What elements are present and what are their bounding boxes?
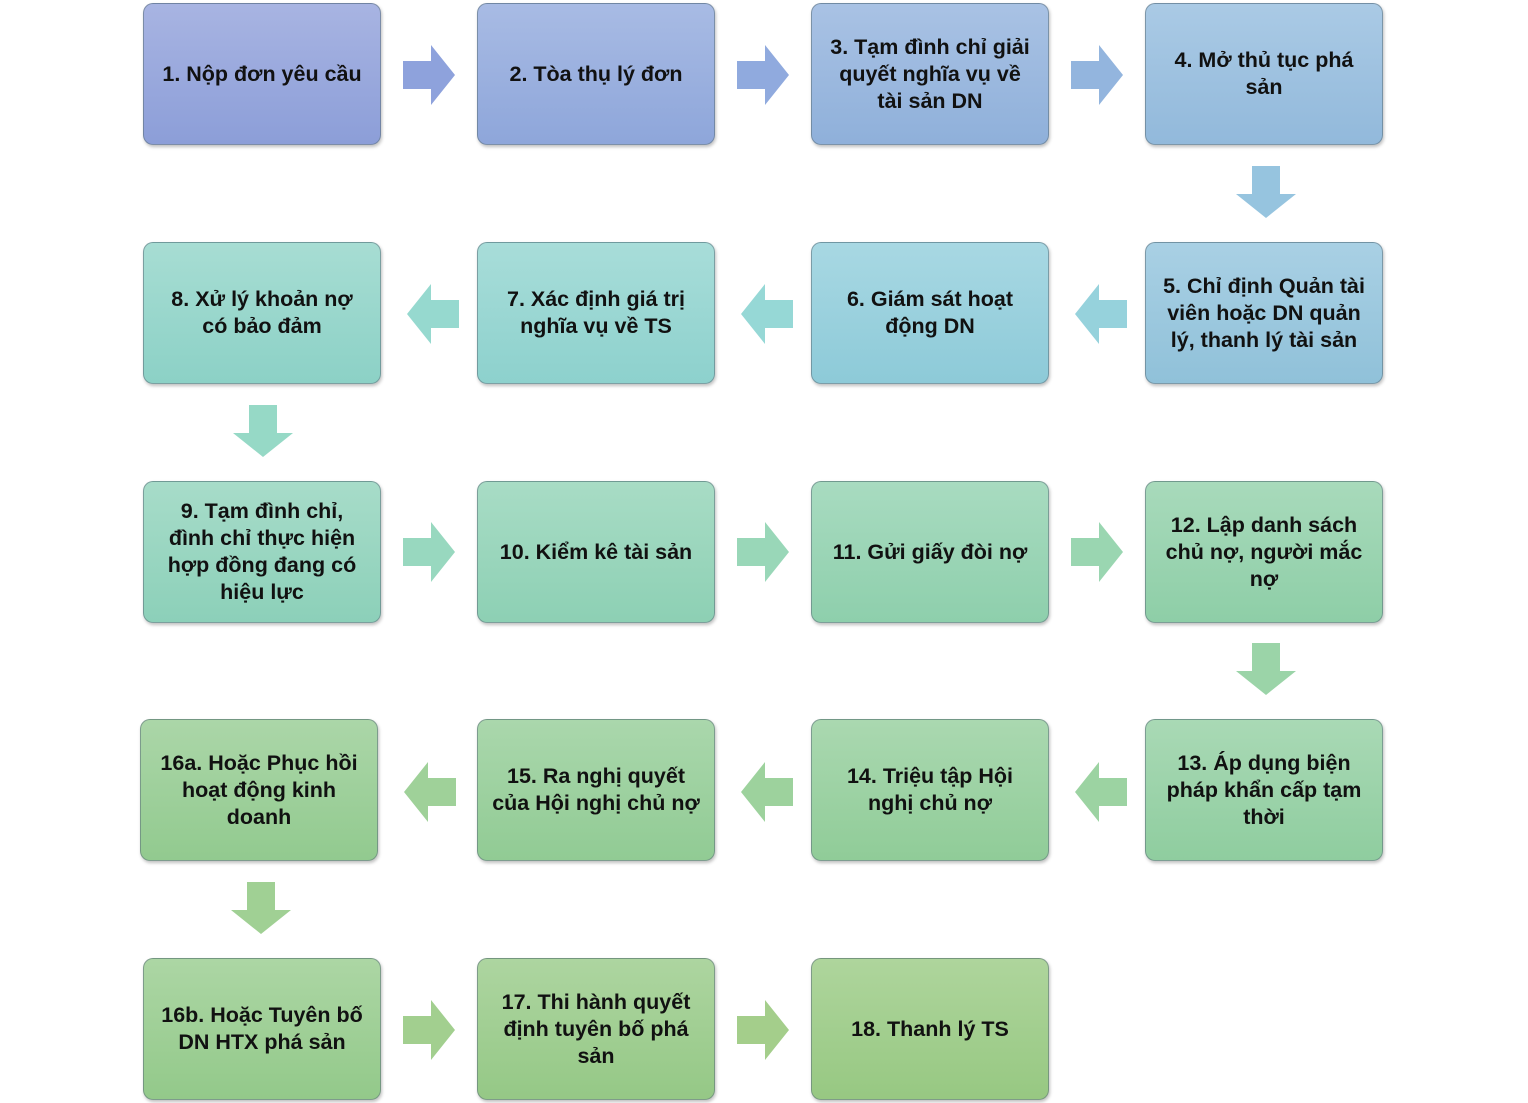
arrow-right-icon <box>737 1000 789 1060</box>
arrow-left-shape <box>407 284 459 344</box>
arrow-right-icon <box>737 522 789 582</box>
step-4[interactable]: 4. Mở thủ tục phá sản <box>1145 3 1383 145</box>
arrow-right-shape <box>1071 45 1123 105</box>
arrow-17-to-18 <box>737 1000 789 1060</box>
arrow-right-shape <box>737 45 789 105</box>
arrow-right-icon <box>737 45 789 105</box>
arrow-left-shape <box>741 762 793 822</box>
arrow-7-to-8 <box>407 284 459 344</box>
arrow-12-to-13 <box>1236 643 1296 695</box>
step-label: 13. Áp dụng biện pháp khẩn cấp tạm thời <box>1166 750 1362 829</box>
arrow-2-to-3 <box>737 45 789 105</box>
arrow-right-shape <box>403 1000 455 1060</box>
step-10[interactable]: 10. Kiểm kê tài sản <box>477 481 715 623</box>
step-15[interactable]: 15. Ra nghị quyết của Hội nghị chủ nợ <box>477 719 715 861</box>
arrow-left-shape <box>1075 762 1127 822</box>
step-label: 16b. Hoặc Tuyên bố DN HTX phá sản <box>161 1003 363 1054</box>
arrow-right-icon <box>403 45 455 105</box>
step-16b[interactable]: 16b. Hoặc Tuyên bố DN HTX phá sản <box>143 958 381 1100</box>
arrow-left-icon <box>407 284 459 344</box>
arrow-left-icon <box>404 762 456 822</box>
arrow-left-shape <box>404 762 456 822</box>
step-2[interactable]: 2. Tòa thụ lý đơn <box>477 3 715 145</box>
step-12[interactable]: 12. Lập danh sách chủ nợ, người mắc nợ <box>1145 481 1383 623</box>
arrow-left-shape <box>1075 284 1127 344</box>
arrow-15-to-16a <box>404 762 456 822</box>
step-label: 14. Triệu tập Hội nghị chủ nợ <box>846 764 1014 815</box>
arrow-down-icon <box>233 405 293 457</box>
step-9[interactable]: 9. Tạm đình chỉ, đình chỉ thực hiện hợp … <box>143 481 381 623</box>
arrow-left-icon <box>741 762 793 822</box>
arrow-right-icon <box>403 1000 455 1060</box>
arrow-right-shape <box>403 45 455 105</box>
arrow-5-to-6 <box>1075 284 1127 344</box>
step-label: 15. Ra nghị quyết của Hội nghị chủ nợ <box>492 764 700 815</box>
arrow-right-icon <box>1071 522 1123 582</box>
step-13[interactable]: 13. Áp dụng biện pháp khẩn cấp tạm thời <box>1145 719 1383 861</box>
arrow-11-to-12 <box>1071 522 1123 582</box>
arrow-1-to-2 <box>403 45 455 105</box>
arrow-down-shape <box>1236 166 1296 218</box>
arrow-right-shape <box>403 522 455 582</box>
step-label: 17. Thi hành quyết định tuyên bố phá sản <box>501 989 691 1068</box>
step-label: 7. Xác định giá trị nghĩa vụ về TS <box>506 287 685 338</box>
arrow-6-to-7 <box>741 284 793 344</box>
step-1[interactable]: 1. Nộp đơn yêu cầu <box>143 3 381 145</box>
step-18[interactable]: 18. Thanh lý TS <box>811 958 1049 1100</box>
arrow-9-to-10 <box>403 522 455 582</box>
step-14[interactable]: 14. Triệu tập Hội nghị chủ nợ <box>811 719 1049 861</box>
step-label: 4. Mở thủ tục phá sản <box>1174 48 1354 99</box>
step-label: 8. Xử lý khoản nợ có bảo đảm <box>171 287 353 338</box>
step-17[interactable]: 17. Thi hành quyết định tuyên bố phá sản <box>477 958 715 1100</box>
step-label: 1. Nộp đơn yêu cầu <box>162 61 362 86</box>
arrow-left-icon <box>741 284 793 344</box>
step-label: 6. Giám sát hoạt động DN <box>846 287 1014 338</box>
arrow-down-icon <box>1236 643 1296 695</box>
arrow-down-shape <box>233 405 293 457</box>
step-label: 5. Chỉ định Quản tài viên hoặc DN quản l… <box>1163 273 1365 352</box>
step-label: 10. Kiểm kê tài sản <box>499 539 693 564</box>
arrow-down-icon <box>1236 166 1296 218</box>
arrow-16b-to-17 <box>403 1000 455 1060</box>
arrow-4-to-5 <box>1236 166 1296 218</box>
step-6[interactable]: 6. Giám sát hoạt động DN <box>811 242 1049 384</box>
step-3[interactable]: 3. Tạm đình chỉ giải quyết nghĩa vụ về t… <box>811 3 1049 145</box>
arrow-8-to-9 <box>233 405 293 457</box>
arrow-right-shape <box>737 522 789 582</box>
arrow-16a-to-16b <box>231 882 291 934</box>
arrow-right-icon <box>1071 45 1123 105</box>
step-11[interactable]: 11. Gửi giấy đòi nợ <box>811 481 1049 623</box>
arrow-10-to-11 <box>737 522 789 582</box>
arrow-down-icon <box>231 882 291 934</box>
arrow-14-to-15 <box>741 762 793 822</box>
step-16a[interactable]: 16a. Hoặc Phục hồi hoạt động kinh doanh <box>140 719 378 861</box>
arrow-right-icon <box>403 522 455 582</box>
step-5[interactable]: 5. Chỉ định Quản tài viên hoặc DN quản l… <box>1145 242 1383 384</box>
step-label: 3. Tạm đình chỉ giải quyết nghĩa vụ về t… <box>830 34 1030 113</box>
arrow-left-icon <box>1075 762 1127 822</box>
arrow-3-to-4 <box>1071 45 1123 105</box>
arrow-left-icon <box>1075 284 1127 344</box>
step-label: 11. Gửi giấy đòi nợ <box>832 539 1028 564</box>
step-label: 2. Tòa thụ lý đơn <box>509 61 683 86</box>
step-8[interactable]: 8. Xử lý khoản nợ có bảo đảm <box>143 242 381 384</box>
arrow-right-shape <box>1071 522 1123 582</box>
step-label: 18. Thanh lý TS <box>851 1016 1009 1041</box>
step-label: 16a. Hoặc Phục hồi hoạt động kinh doanh <box>160 750 358 829</box>
step-label: 12. Lập danh sách chủ nợ, người mắc nợ <box>1165 512 1363 591</box>
step-7[interactable]: 7. Xác định giá trị nghĩa vụ về TS <box>477 242 715 384</box>
arrow-right-shape <box>737 1000 789 1060</box>
arrow-left-shape <box>741 284 793 344</box>
arrow-down-shape <box>1236 643 1296 695</box>
arrow-13-to-14 <box>1075 762 1127 822</box>
arrow-down-shape <box>231 882 291 934</box>
step-label: 9. Tạm đình chỉ, đình chỉ thực hiện hợp … <box>167 499 357 604</box>
